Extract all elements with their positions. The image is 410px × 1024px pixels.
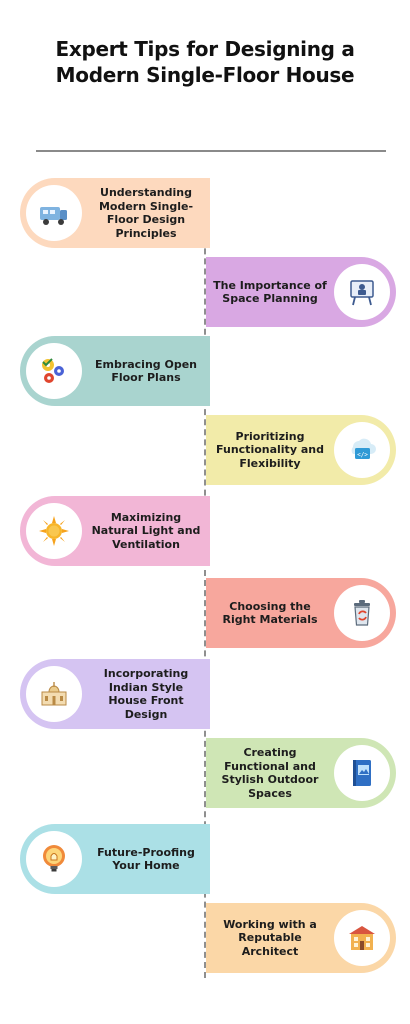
title-line-1: Expert Tips for Designing a <box>55 37 355 61</box>
tip-card-2: The Importance of Space Planning <box>206 257 396 327</box>
tip-label: Creating Functional and Stylish Outdoor … <box>221 746 319 800</box>
tip-label: Prioritizing Functionality and Flexibili… <box>216 429 324 470</box>
tip-label: Understanding Modern Single-Floor Design… <box>98 186 194 240</box>
svg-text:</>: </> <box>357 452 368 459</box>
icon-circle <box>334 745 390 801</box>
icon-circle: </> <box>334 422 390 478</box>
tip-label: Choosing the Right Materials <box>222 599 318 627</box>
tip-label: Maximizing Natural Light and Ventilation <box>91 510 201 551</box>
palace-icon <box>37 677 71 711</box>
tip-card-10: Working with a Reputable Architect <box>206 903 396 973</box>
icon-circle <box>334 910 390 966</box>
timeline-spine <box>204 178 206 978</box>
tip-label: Incorporating Indian Style House Front D… <box>103 667 189 721</box>
gears-icon <box>37 354 71 388</box>
book-icon <box>345 756 379 790</box>
tip-label: The Importance of Space Planning <box>213 278 327 306</box>
presentation-board-icon <box>345 275 379 309</box>
tip-card-4: </> Prioritizing Functionality and Flexi… <box>206 415 396 485</box>
divider <box>36 150 386 152</box>
tip-card-9: Future-Proofing Your Home <box>20 824 210 894</box>
icon-circle <box>26 185 82 241</box>
icon-circle <box>26 666 82 722</box>
title-line-2: Modern Single-Floor House <box>55 63 355 87</box>
building-icon <box>345 921 379 955</box>
icon-circle <box>26 503 82 559</box>
tip-label: Embracing Open Floor Plans <box>94 357 198 385</box>
tip-card-7: Incorporating Indian Style House Front D… <box>20 659 210 729</box>
tip-card-3: Embracing Open Floor Plans <box>20 336 210 406</box>
tip-card-8: Creating Functional and Stylish Outdoor … <box>206 738 396 808</box>
recycle-bin-icon <box>345 596 379 630</box>
tip-card-1: Understanding Modern Single-Floor Design… <box>20 178 210 248</box>
code-window-icon: </> <box>345 433 379 467</box>
sun-icon <box>37 514 71 548</box>
tip-label: Future-Proofing Your Home <box>97 845 195 873</box>
tip-card-6: Choosing the Right Materials <box>206 578 396 648</box>
tip-label: Working with a Reputable Architect <box>223 917 317 958</box>
tip-card-5: Maximizing Natural Light and Ventilation <box>20 496 210 566</box>
icon-circle <box>26 831 82 887</box>
icon-circle <box>26 343 82 399</box>
page-title: Expert Tips for Designing a Modern Singl… <box>0 36 410 88</box>
icon-circle <box>334 264 390 320</box>
truck-icon <box>37 196 71 230</box>
lightbulb-gear-icon <box>37 842 71 876</box>
icon-circle <box>334 585 390 641</box>
